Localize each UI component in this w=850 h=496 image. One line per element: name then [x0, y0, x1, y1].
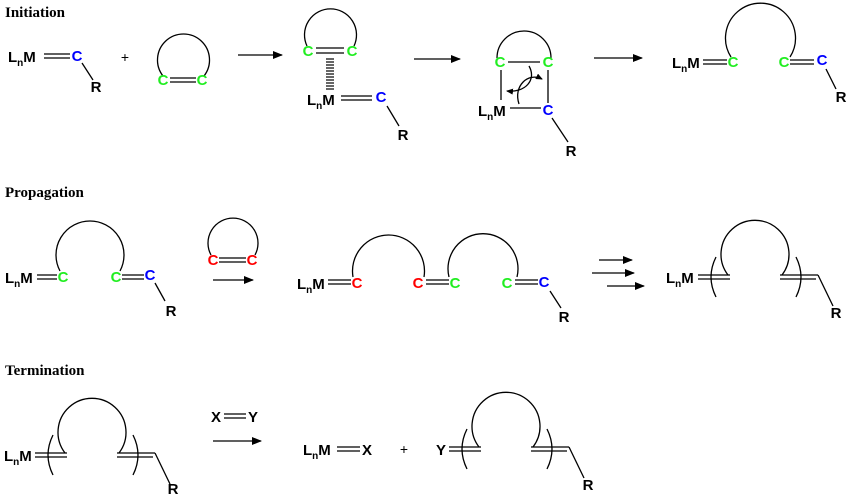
section-title-propagation: Propagation	[5, 185, 85, 201]
olefin-carbon: C	[347, 43, 358, 60]
section-title-termination: Termination	[5, 363, 85, 379]
chain-carbon: C	[111, 269, 122, 286]
plus-sign: +	[400, 441, 408, 457]
terminating-agent: X Y	[211, 409, 258, 426]
cyclic-olefin-monomer: C C	[156, 33, 211, 89]
x-atom: X	[362, 442, 372, 459]
r-group: R	[836, 89, 847, 106]
r-group: R	[166, 303, 177, 320]
r-group: R	[559, 309, 570, 326]
initiator-carbene: LnM C R	[8, 48, 102, 96]
olefin-carbon: C	[247, 252, 258, 269]
y-atom: Y	[436, 442, 446, 459]
chain-carbon: C	[539, 274, 550, 291]
r-group: R	[566, 143, 577, 160]
metal-label: LnM	[666, 270, 694, 290]
chain-carbon: C	[817, 52, 828, 69]
chain-carbon: C	[450, 275, 461, 292]
chain-carbon: C	[352, 275, 363, 292]
metal-label: LnM	[8, 49, 36, 69]
chain-carbon: C	[779, 54, 790, 71]
ring-opened-product: LnM C C C R	[672, 2, 847, 106]
r-group: R	[168, 481, 179, 496]
living-polymer: LnM R	[666, 219, 842, 322]
metal-label: LnM	[307, 92, 335, 112]
y-atom: Y	[248, 409, 258, 426]
metal-label: LnM	[303, 442, 331, 462]
ring-carbon: C	[543, 102, 554, 119]
chain-carbon: C	[58, 269, 69, 286]
chain-carbon: C	[145, 267, 156, 284]
metallacyclobutane: C C LnM C R	[478, 30, 577, 160]
r-group: R	[583, 477, 594, 494]
olefin-carbon: C	[208, 252, 219, 269]
metal-label: LnM	[297, 276, 325, 296]
hashed-bond	[326, 58, 334, 90]
metal-label: LnM	[4, 448, 32, 468]
section-title-initiation: Initiation	[5, 5, 66, 21]
chain-carbon: C	[502, 275, 513, 292]
repeated-steps-arrows	[592, 256, 645, 290]
plus-sign: +	[121, 49, 129, 65]
carbene-carbon: C	[72, 48, 83, 65]
polymer-before-termination: LnM R	[4, 397, 179, 496]
r-group: R	[398, 127, 409, 144]
olefin-carbon: C	[303, 43, 314, 60]
chain-carbon: C	[728, 54, 739, 71]
curved-arrow-icon	[517, 73, 543, 105]
terminated-polymer: Y R	[436, 391, 594, 494]
r-group: R	[831, 305, 842, 322]
metal-label: LnM	[5, 270, 33, 290]
ring-carbon: C	[495, 54, 506, 71]
olefin-carbon: C	[158, 72, 169, 89]
active-carbene: LnM C C C R	[5, 220, 177, 320]
pi-complex: C C LnM C R	[303, 8, 409, 144]
r-group: R	[91, 79, 102, 96]
metal-label: LnM	[672, 55, 700, 75]
ring-carbon: C	[543, 54, 554, 71]
dimer-product: LnM C C C C C R	[297, 233, 570, 326]
x-atom: X	[211, 409, 221, 426]
chain-carbon: C	[413, 275, 424, 292]
second-monomer: C C	[207, 217, 259, 269]
metal-byproduct: LnM X	[303, 442, 372, 462]
metal-label: LnM	[478, 103, 506, 123]
olefin-carbon: C	[197, 72, 208, 89]
curved-arrow-icon	[506, 65, 533, 95]
carbene-carbon: C	[376, 89, 387, 106]
